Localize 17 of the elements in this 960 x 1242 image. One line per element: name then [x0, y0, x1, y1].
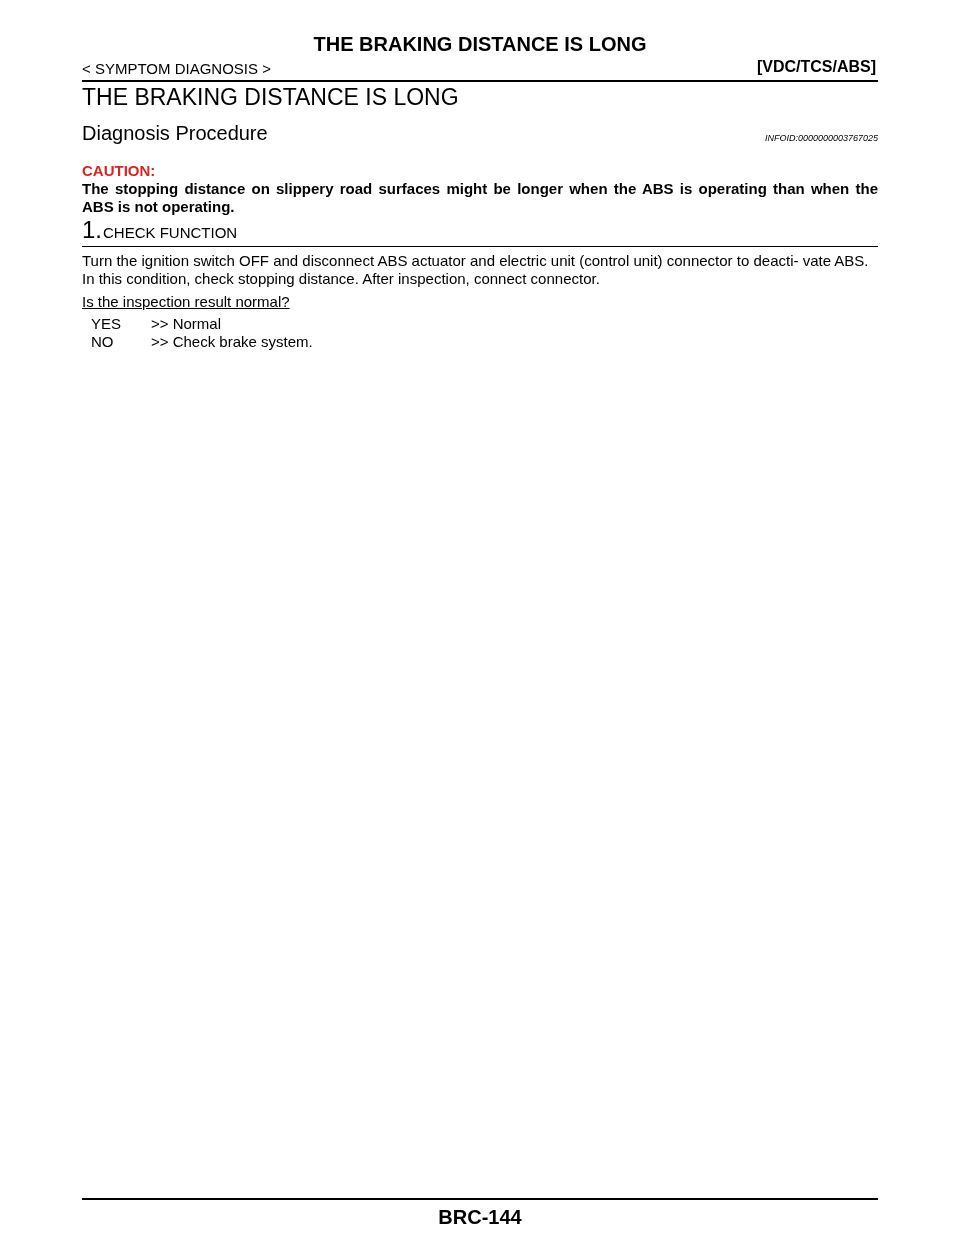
step-instruction: Turn the ignition switch OFF and disconnect ABS actuator and electric unit (control unit) connector to deacti- vate ABS. In this condition, check stopping distance. After inspection, connect connector.: [82, 252, 870, 288]
question-text: Is the inspection result normal?: [82, 293, 290, 311]
answer-option: NO: [91, 333, 114, 351]
caution-text: The stopping distance on slippery road surfaces might be longer when the ABS is operating than when the ABS is not operating.: [82, 180, 878, 216]
info-id: INFOID:0000000003767025: [764, 133, 878, 144]
step-number: 1.: [82, 216, 102, 245]
caution-heading: CAUTION:: [82, 162, 156, 180]
answer-option: YES: [91, 315, 121, 333]
step-title: CHECK FUNCTION: [103, 224, 238, 242]
section-heading: THE BRAKING DISTANCE IS LONG: [82, 84, 459, 112]
subsection-heading: Diagnosis Procedure: [82, 121, 268, 145]
answer-result: >> Normal: [151, 315, 222, 333]
model-tag: [VDC/TCS/ABS]: [756, 57, 876, 77]
page-header-title: THE BRAKING DISTANCE IS LONG: [312, 32, 648, 56]
answer-result: >> Check brake system.: [151, 333, 313, 351]
page-number: BRC-144: [437, 1205, 523, 1229]
section-tag: < SYMPTOM DIAGNOSIS >: [82, 60, 271, 78]
